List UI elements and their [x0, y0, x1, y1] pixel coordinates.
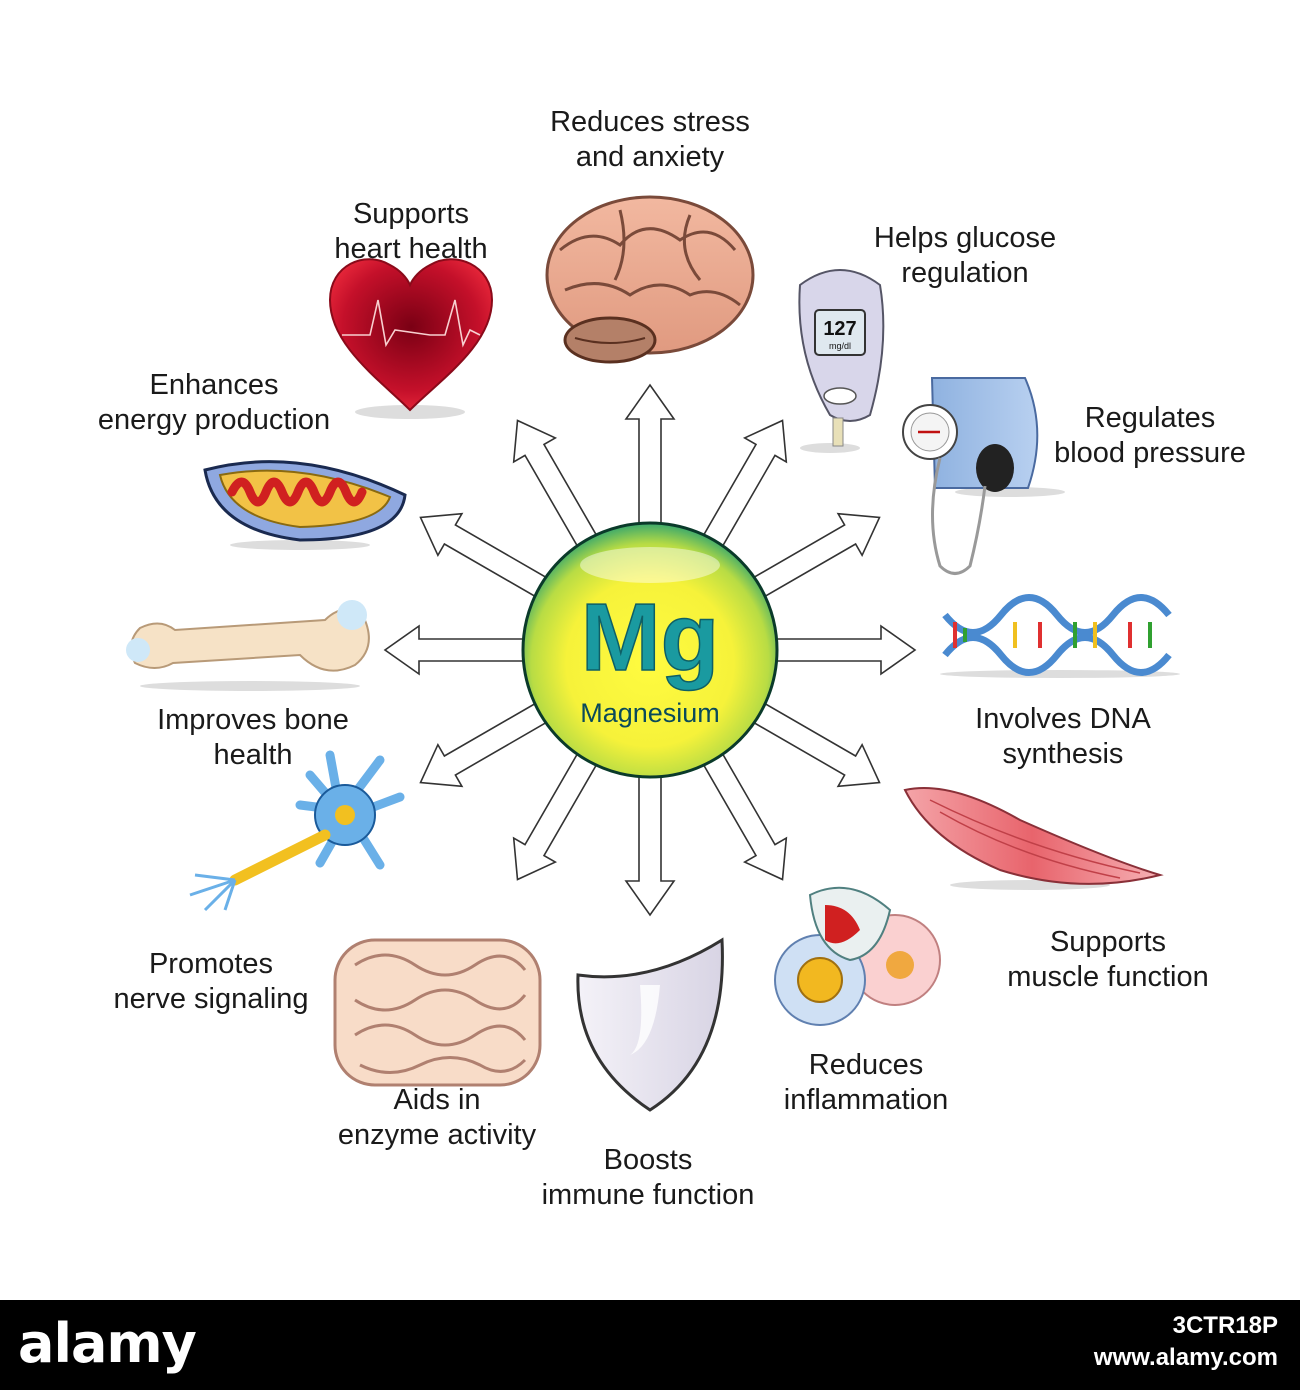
arrow-glucose — [694, 419, 788, 562]
arrow-inflam — [694, 738, 788, 881]
label-muscle: Supports — [1050, 926, 1166, 958]
intestine-icon — [333, 938, 542, 1087]
brain-icon — [545, 195, 755, 364]
image-meta: 3CTR18P www.alamy.com — [1094, 1310, 1278, 1374]
arrow-stress — [624, 383, 676, 541]
label-inflammation: Reduces — [809, 1049, 923, 1081]
immune-cells-icon — [774, 886, 941, 1026]
label-nerve-line2: nerve signaling — [113, 983, 308, 1015]
arrow-dna — [759, 624, 917, 676]
image-id: 3CTR18P — [1172, 1312, 1278, 1339]
arrow-bone — [383, 624, 541, 676]
brand-logo: alamy — [18, 1312, 197, 1375]
glucose-reading: 127 — [823, 318, 856, 340]
mitochondrion-icon — [203, 460, 407, 550]
label-bone: Improves bone — [157, 704, 349, 736]
label-immune-line2: immune function — [542, 1179, 755, 1211]
label-dna: Involves DNA — [975, 703, 1151, 735]
label-glucose: Helps glucose — [874, 222, 1056, 254]
label-immune: Boosts — [604, 1144, 693, 1176]
label-inflammation-line2: inflammation — [784, 1084, 948, 1116]
magnesium-benefits-diagram: Mg Magnesium 127 mg/dl — [98, 106, 1246, 1211]
glucometer-icon: 127 mg/dl — [798, 269, 885, 453]
neuron-icon — [189, 750, 405, 912]
heart-icon — [328, 258, 494, 419]
arrow-pressure — [738, 512, 881, 606]
label-heart-line2: heart health — [334, 233, 487, 265]
arrow-energy — [419, 512, 562, 606]
arrow-heart — [512, 419, 606, 562]
shield-icon — [576, 937, 724, 1112]
dna-icon — [940, 594, 1180, 678]
label-pressure: Regulates — [1085, 402, 1216, 434]
label-stress: Reduces stress — [550, 106, 750, 138]
arrow-nerve — [419, 694, 562, 788]
site-url: www.alamy.com — [1093, 1344, 1278, 1371]
label-energy: Enhances — [150, 369, 279, 401]
arrow-group — [383, 383, 917, 917]
label-energy-line2: energy production — [98, 404, 330, 436]
bone-icon — [126, 600, 370, 691]
arrow-immune — [624, 759, 676, 917]
arrow-muscle — [738, 694, 881, 788]
label-muscle-line2: muscle function — [1007, 961, 1209, 993]
glucose-unit: mg/dl — [829, 341, 851, 351]
label-pressure-line2: blood pressure — [1054, 437, 1246, 469]
muscle-icon — [903, 787, 1164, 890]
label-heart: Supports — [353, 198, 469, 230]
element-name: Magnesium — [580, 698, 720, 728]
label-stress-line2: and anxiety — [576, 141, 725, 173]
element-symbol: Mg — [581, 584, 720, 691]
blood-pressure-monitor-icon — [902, 377, 1065, 575]
magnesium-sphere: Mg Magnesium — [521, 521, 779, 779]
label-nerve: Promotes — [149, 948, 273, 980]
label-enzyme: Aids in — [393, 1084, 480, 1116]
label-bone-line2: health — [213, 739, 292, 771]
footer-bar: alamy 3CTR18P www.alamy.com — [0, 1300, 1300, 1390]
label-enzyme-line2: enzyme activity — [338, 1119, 537, 1151]
benefit-labels: Reduces stress and anxiety Helps glucose… — [98, 106, 1246, 1211]
arrow-enzyme — [512, 738, 606, 881]
label-glucose-line2: regulation — [901, 257, 1028, 289]
label-dna-line2: synthesis — [1003, 738, 1124, 770]
